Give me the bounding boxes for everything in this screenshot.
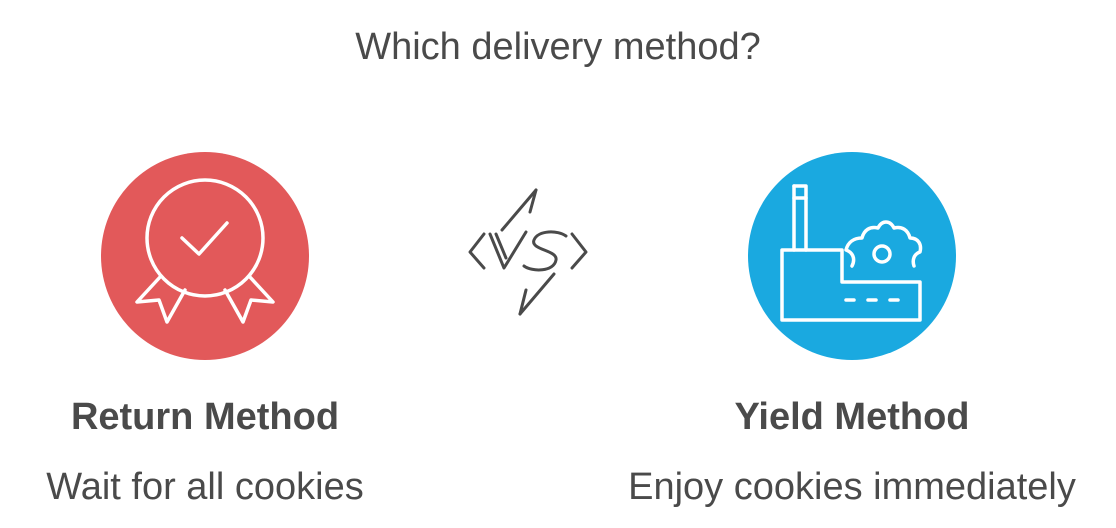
option-return-method: Return Method Wait for all cookies [0, 150, 410, 512]
vs-lightning-icon [466, 186, 590, 318]
option-yield-method: Yield Method Enjoy cookies immediately [600, 150, 1104, 512]
page-title: Which delivery method? [355, 26, 761, 68]
yield-method-description: Enjoy cookies immediately [628, 466, 1076, 508]
return-method-title: Return Method [70, 396, 340, 438]
yield-method-title: Yield Method [734, 396, 970, 438]
return-method-description: Wait for all cookies [46, 466, 364, 508]
return-method-badge [99, 150, 311, 362]
award-ribbon-icon [101, 152, 309, 360]
factory-gear-icon [748, 152, 956, 360]
yield-method-badge [746, 150, 958, 362]
